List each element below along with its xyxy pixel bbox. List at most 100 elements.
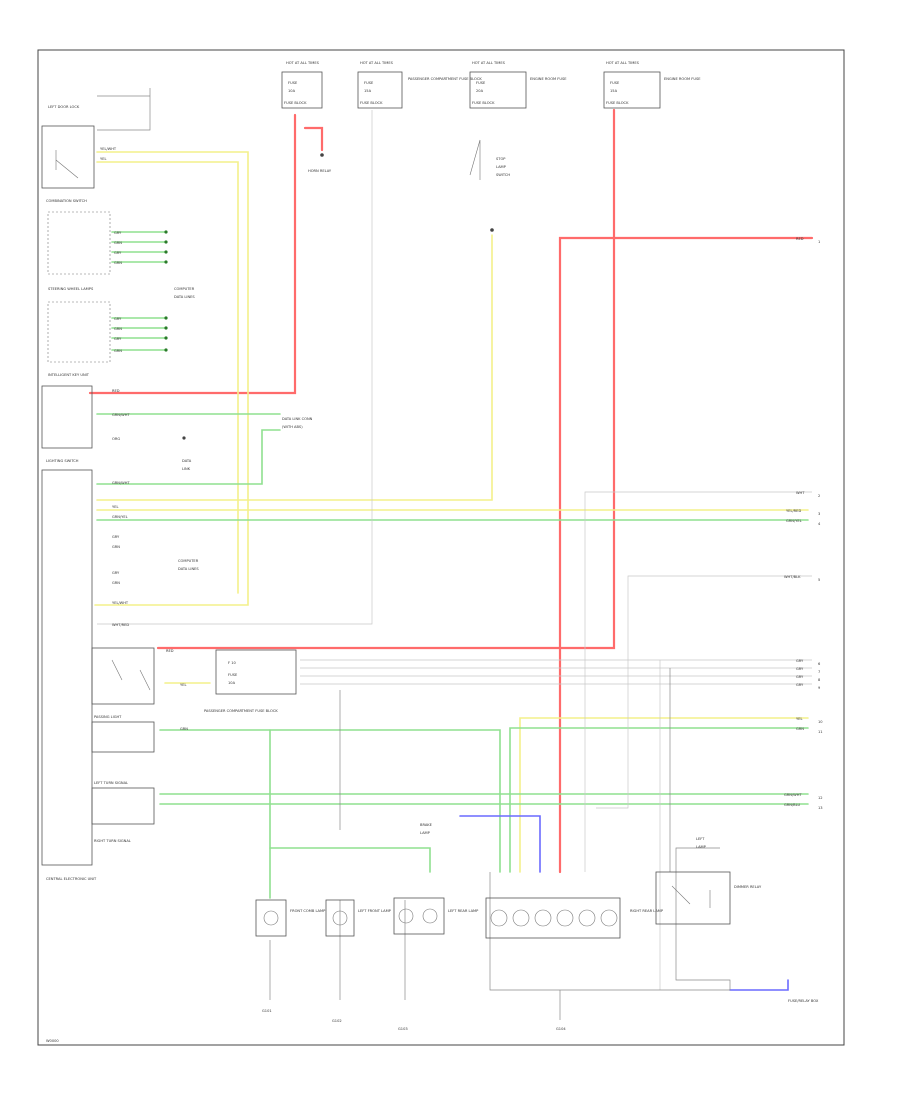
- svg-text:4: 4: [818, 522, 821, 526]
- wire-green: [269, 847, 431, 873]
- svg-text:FUSE: FUSE: [476, 81, 486, 85]
- lamp-3-label: LEFT REAR LAMP: [448, 909, 479, 913]
- red-wires: [88, 108, 814, 874]
- intelligent-key-label: INTELLIGENT KEY UNIT: [48, 373, 90, 377]
- svg-text:LAMP: LAMP: [696, 845, 707, 849]
- svg-text:RIGHT TURN SIGNAL: RIGHT TURN SIGNAL: [94, 839, 131, 843]
- svg-text:SWITCH: SWITCH: [496, 173, 510, 177]
- svg-text:GRN: GRN: [180, 727, 188, 731]
- svg-text:12: 12: [818, 796, 823, 800]
- svg-text:HOT AT ALL TIMES: HOT AT ALL TIMES: [286, 61, 320, 65]
- relay-label: DIMMER RELAY: [734, 885, 762, 889]
- svg-text:YEL: YEL: [100, 157, 106, 161]
- svg-text:15A: 15A: [364, 89, 372, 93]
- bottom-components: FRONT COMB LAMP G101 LEFT FRONT LAMP G10…: [255, 823, 819, 1031]
- central-electronic-unit: [41, 469, 93, 866]
- svg-text:8: 8: [818, 678, 821, 682]
- svg-text:13: 13: [818, 806, 823, 810]
- svg-text:HORN RELAY: HORN RELAY: [308, 169, 332, 173]
- svg-text:GRY: GRY: [796, 667, 804, 671]
- svg-text:20A: 20A: [476, 89, 484, 93]
- ground-3-label: G103: [398, 1027, 408, 1031]
- svg-text:HOT AT ALL TIMES: HOT AT ALL TIMES: [606, 61, 640, 65]
- svg-text:YEL: YEL: [796, 717, 802, 721]
- lighting-switch-label: LIGHTING SWITCH: [46, 459, 79, 463]
- wire-blue: [459, 815, 789, 991]
- wire-yellow: [96, 234, 493, 501]
- wire-white: [596, 575, 812, 809]
- lamp-4-label: RIGHT REAR LAMP: [630, 909, 664, 913]
- wire-green: [96, 429, 281, 485]
- fuse-block-2: HOT AT ALL TIMES FUSE 15A FUSE BLOCK PAS…: [357, 61, 482, 109]
- svg-text:WHT/BLK: WHT/BLK: [784, 575, 801, 579]
- svg-text:LINK: LINK: [182, 467, 191, 471]
- door-lock-switch: [41, 125, 95, 189]
- steering-wheel-label: STEERING WHEEL LAMPS: [48, 287, 94, 291]
- svg-text:GRN: GRN: [114, 241, 122, 245]
- svg-text:GRN: GRN: [114, 327, 122, 331]
- wire-gray: [489, 668, 731, 991]
- svg-text:DATA LINES: DATA LINES: [178, 567, 199, 571]
- svg-text:RED: RED: [796, 237, 804, 241]
- svg-text:YEL: YEL: [112, 505, 118, 509]
- svg-text:COMPUTER: COMPUTER: [178, 559, 199, 563]
- ground-2-label: G102: [332, 1019, 342, 1023]
- svg-text:LAMP: LAMP: [420, 831, 431, 835]
- svg-text:DATA LINK CONN: DATA LINK CONN: [282, 417, 313, 421]
- svg-text:GRY: GRY: [114, 251, 122, 255]
- svg-text:GRN/YEL: GRN/YEL: [786, 519, 802, 523]
- diagram-frame: [37, 49, 845, 1046]
- svg-text:GRN: GRN: [112, 581, 120, 585]
- svg-text:WHT/RED: WHT/RED: [112, 623, 129, 627]
- svg-text:FUSE: FUSE: [364, 81, 374, 85]
- yellow-wires: [94, 151, 809, 873]
- svg-text:ORG: ORG: [112, 437, 120, 441]
- svg-text:3: 3: [818, 512, 820, 516]
- svg-text:HOT AT ALL TIMES: HOT AT ALL TIMES: [472, 61, 506, 65]
- svg-text:(WITH ABS): (WITH ABS): [282, 425, 303, 429]
- wire-green: [159, 729, 501, 873]
- svg-text:GRN/BLU: GRN/BLU: [784, 803, 800, 807]
- wire-red: [156, 108, 616, 650]
- wires: [88, 108, 814, 991]
- svg-text:LEFT TURN SIGNAL: LEFT TURN SIGNAL: [94, 781, 128, 785]
- svg-text:YEL/RED: YEL/RED: [786, 509, 801, 513]
- steering-wheel-lamps: [47, 301, 111, 363]
- ground-1-label: G101: [262, 1009, 272, 1013]
- wire-gray: [97, 88, 151, 131]
- svg-text:YEL/WHT: YEL/WHT: [100, 147, 117, 151]
- lamp-3: [393, 897, 445, 935]
- svg-text:GRY: GRY: [796, 659, 804, 663]
- svg-text:6: 6: [818, 662, 821, 666]
- svg-text:PASSING LIGHT: PASSING LIGHT: [94, 715, 122, 719]
- svg-text:YEL/WHT: YEL/WHT: [112, 601, 129, 605]
- dimmer-switch: [91, 647, 155, 705]
- svg-text:15A: 15A: [610, 89, 618, 93]
- combination-switch-label: COMBINATION SWITCH: [46, 199, 87, 203]
- svg-text:RED: RED: [112, 389, 120, 393]
- svg-text:GRY: GRY: [796, 683, 804, 687]
- svg-text:GRN/WHT: GRN/WHT: [112, 481, 130, 485]
- svg-text:2: 2: [818, 494, 820, 498]
- footer-code: W0000: [46, 1039, 59, 1043]
- svg-text:GRY: GRY: [112, 535, 120, 539]
- svg-text:F 10: F 10: [228, 661, 236, 665]
- svg-text:GRY: GRY: [114, 337, 122, 341]
- junction: [490, 228, 494, 232]
- intelligent-key-unit: [41, 385, 93, 449]
- passenger-jb-label: PASSENGER COMPARTMENT FUSE BLOCK: [408, 77, 482, 81]
- rear-lamp-bulbs: [490, 909, 618, 927]
- thin-wires: [97, 88, 812, 1020]
- engine-room-fuse-2-label: ENGINE ROOM FUSE: [664, 77, 701, 81]
- svg-text:10: 10: [818, 720, 823, 724]
- fuse-relay-box: F 10 FUSE 10A PASSENGER COMPARTMENT FUSE…: [204, 649, 297, 713]
- svg-text:DATA LINES: DATA LINES: [174, 295, 195, 299]
- junction: [320, 153, 324, 157]
- lamp-2: [325, 899, 355, 937]
- connector-pins-2: GRY GRN GRY GRN: [114, 316, 168, 353]
- svg-text:GRY: GRY: [796, 675, 804, 679]
- fuse-block-1: HOT AT ALL TIMES FUSE 10A FUSE BLOCK: [281, 61, 323, 109]
- svg-text:GRN: GRN: [796, 727, 804, 731]
- dimmer-relay: [655, 871, 731, 925]
